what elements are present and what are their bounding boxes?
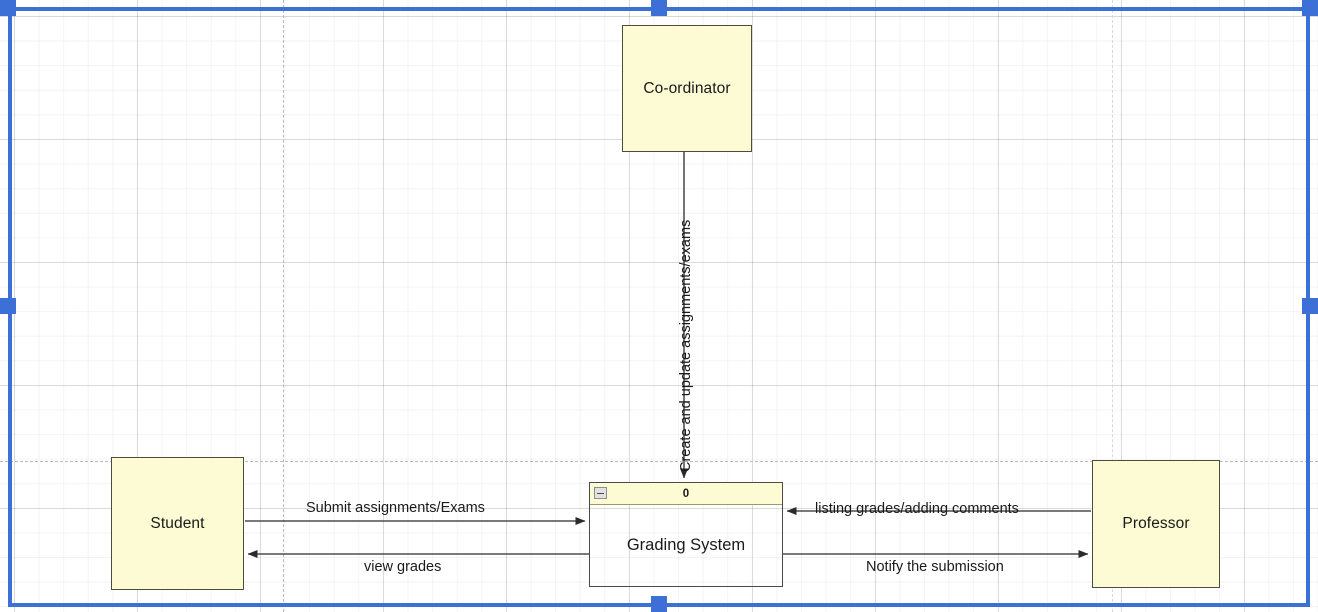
edge-label-notify-submission: Notify the submission [866, 559, 1004, 575]
node-student[interactable]: Student [111, 457, 244, 590]
node-professor[interactable]: Professor [1092, 460, 1220, 588]
grading-system-header[interactable]: 0 [590, 483, 782, 505]
minus-icon[interactable] [594, 487, 607, 499]
selection-handle-bottom-center[interactable] [651, 596, 667, 612]
page-break-horizontal [0, 461, 1318, 462]
grading-system-body: Grading System [590, 505, 782, 586]
node-coordinator[interactable]: Co-ordinator [622, 25, 752, 152]
selection-handle-top-left[interactable] [0, 0, 16, 16]
node-coordinator-label: Co-ordinator [643, 79, 731, 97]
edge-label-listing-grades: listing grades/adding comments [815, 501, 1019, 517]
edge-label-create-update: Create and update assignments/exams [678, 219, 694, 472]
node-grading-system[interactable]: 0 Grading System [589, 482, 783, 587]
selection-handle-middle-right[interactable] [1302, 298, 1318, 314]
selection-handle-top-center[interactable] [651, 0, 667, 16]
edge-label-submit-assignments: Submit assignments/Exams [306, 500, 485, 516]
page-break-vertical-right [1112, 0, 1113, 612]
selection-handle-middle-left[interactable] [0, 298, 16, 314]
node-student-label: Student [150, 514, 205, 532]
page-break-vertical-left [283, 0, 284, 612]
edge-label-view-grades: view grades [364, 559, 442, 575]
node-professor-label: Professor [1122, 515, 1190, 532]
grading-system-label: Grading System [626, 536, 746, 554]
selection-handle-top-right[interactable] [1302, 0, 1318, 16]
grading-system-number: 0 [682, 487, 690, 500]
